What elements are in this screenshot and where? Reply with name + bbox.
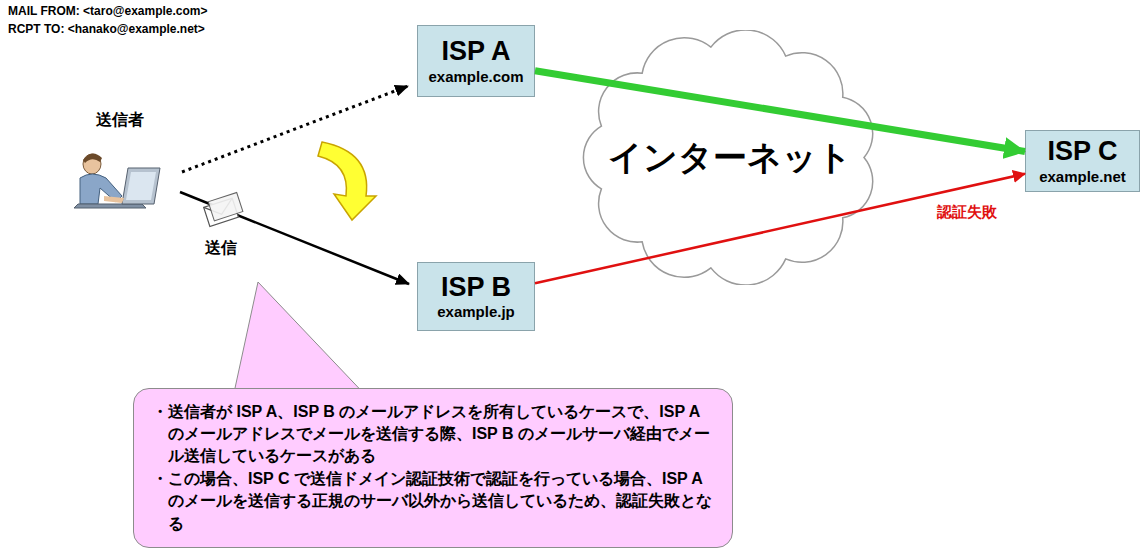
- send-label: 送信: [205, 238, 237, 259]
- note-text: ・送信者が ISP A、ISP B のメールアドレスを所有しているケースで、IS…: [152, 401, 714, 468]
- dotted-arrow: [182, 86, 408, 172]
- internet-cloud: インターネット: [580, 30, 880, 285]
- node-text: example.com: [428, 68, 523, 86]
- isp-box: ISP Aexample.com: [417, 25, 535, 97]
- edge-label: 認証失敗: [935, 203, 999, 222]
- isp-box: ISP Cexample.net: [1025, 130, 1140, 192]
- node-title: ISP C: [1047, 136, 1117, 167]
- send-arrow: [180, 192, 409, 284]
- red-arrow: [535, 174, 1025, 283]
- isp-box: ISP Bexample.jp: [417, 262, 535, 331]
- green-arrow: [535, 71, 1025, 152]
- node-text: example.net: [1039, 168, 1126, 186]
- rcpt-to-label: RCPT TO: <hanako@example.net>: [8, 22, 205, 36]
- sender-icon: [74, 153, 160, 208]
- switch-arrow: [318, 142, 376, 220]
- node-title: インターネット: [608, 135, 852, 181]
- node-title: ISP B: [441, 272, 511, 303]
- note-text: ・この場合、ISP C で送信ドメイン認証技術で認証を行っている場合、ISP A…: [152, 468, 714, 535]
- callout-pointer: [232, 282, 372, 402]
- mail-from-label: MAIL FROM: <taro@example.com>: [8, 4, 208, 18]
- envelope-icon: [202, 193, 244, 227]
- node-text: example.jp: [437, 303, 515, 321]
- callout-note: ・送信者が ISP A、ISP B のメールアドレスを所有しているケースで、IS…: [133, 388, 733, 548]
- sender-label: 送信者: [96, 110, 144, 131]
- node-title: ISP A: [441, 36, 510, 67]
